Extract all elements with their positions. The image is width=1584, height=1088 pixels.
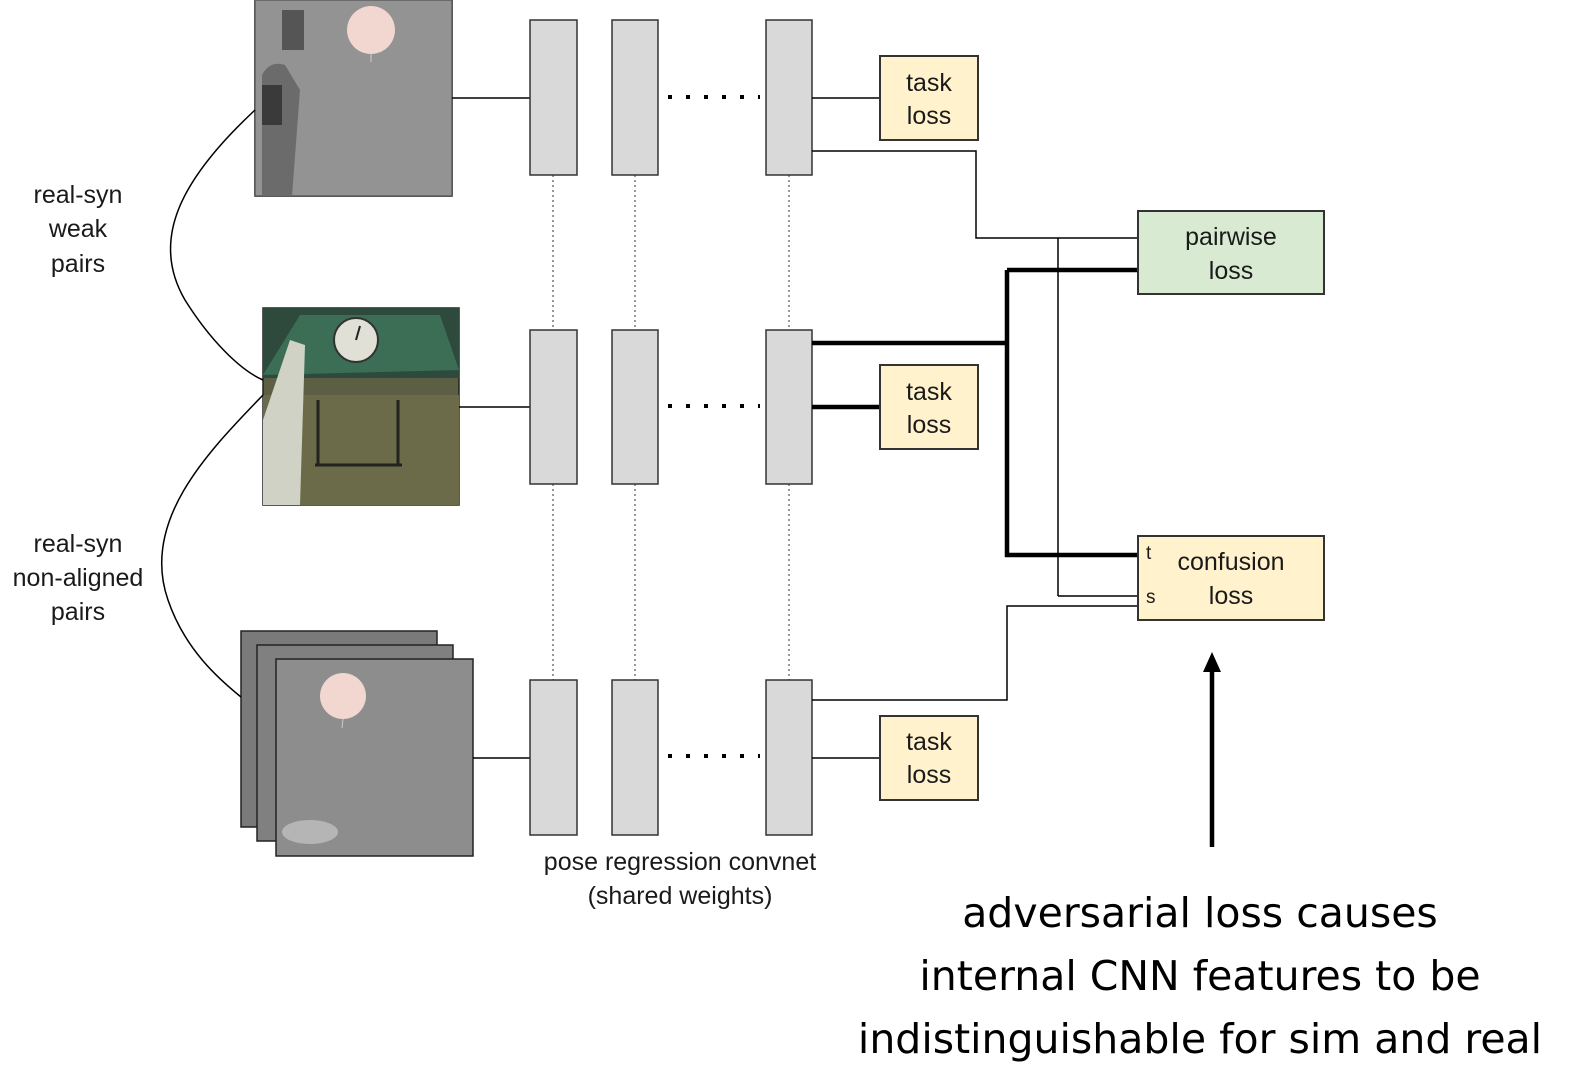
layer-block xyxy=(765,679,813,836)
svg-text:non-aligned: non-aligned xyxy=(13,564,144,592)
convnet-middle xyxy=(529,329,813,485)
convnet-caption: pose regression convnet (shared weights) xyxy=(544,848,816,910)
port-s-label: s xyxy=(1146,587,1156,608)
pairwise-loss-label: pairwise xyxy=(1185,223,1277,251)
task-loss-label: loss xyxy=(907,102,951,130)
task-loss-label: task xyxy=(906,69,952,97)
task-loss-top: task loss xyxy=(879,55,979,141)
svg-text:weak: weak xyxy=(48,215,108,243)
pairwise-loss-label: loss xyxy=(1209,257,1253,285)
layer-block xyxy=(611,329,659,485)
shared-weight-links xyxy=(552,175,790,680)
task-loss-label: task xyxy=(906,378,952,406)
svg-text:adversarial loss causes: adversarial loss causes xyxy=(962,889,1438,937)
task-loss-label: task xyxy=(906,728,952,756)
svg-text:internal CNN features to be: internal CNN features to be xyxy=(919,952,1480,1000)
non-aligned-pairs-label: real-syn non-aligned pairs xyxy=(13,530,144,626)
layer-block xyxy=(529,329,578,485)
synthetic-image-stack xyxy=(240,630,474,857)
task-loss-middle: task loss xyxy=(879,364,979,450)
svg-text:real-syn: real-syn xyxy=(34,181,123,209)
layer-block xyxy=(529,679,578,836)
up-arrow-icon xyxy=(1203,652,1221,847)
svg-text:pairs: pairs xyxy=(51,250,105,278)
synthetic-image-top xyxy=(254,0,453,197)
non-aligned-pair-curve xyxy=(160,394,264,698)
confusion-loss-label: confusion xyxy=(1177,548,1284,576)
svg-text:real-syn: real-syn xyxy=(34,530,123,558)
convnet-top xyxy=(529,19,813,176)
confusion-loss-label: loss xyxy=(1209,582,1253,610)
svg-text:pose regression convnet: pose regression convnet xyxy=(544,848,816,876)
layer-block xyxy=(765,329,813,485)
svg-text:indistinguishable for sim and: indistinguishable for sim and real xyxy=(858,1015,1542,1063)
layer-block xyxy=(611,19,659,176)
layer-block xyxy=(611,679,659,836)
convnet-bottom xyxy=(529,679,813,836)
layer-block xyxy=(765,19,813,176)
task-loss-bottom: task loss xyxy=(879,715,979,801)
svg-text:pairs: pairs xyxy=(51,598,105,626)
task-loss-label: loss xyxy=(907,411,951,439)
confusion-loss: t s confusion loss xyxy=(1137,535,1325,621)
task-loss-label: loss xyxy=(907,761,951,789)
pairwise-loss: pairwise loss xyxy=(1137,210,1325,295)
port-t-label: t xyxy=(1146,543,1152,564)
adversarial-annotation: adversarial loss causes internal CNN fea… xyxy=(858,889,1542,1063)
svg-text:(shared weights): (shared weights) xyxy=(588,882,773,910)
weak-pairs-label: real-syn weak pairs xyxy=(34,181,123,278)
layer-block xyxy=(529,19,578,176)
weak-pair-curve xyxy=(169,109,264,381)
real-image-middle xyxy=(262,307,460,506)
